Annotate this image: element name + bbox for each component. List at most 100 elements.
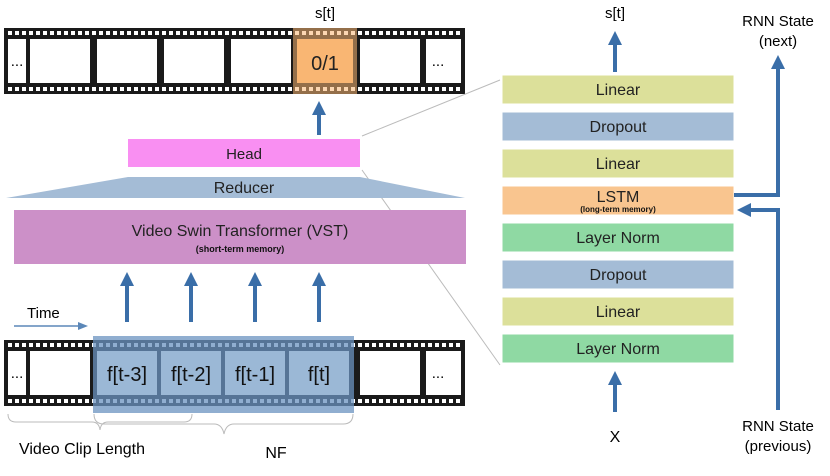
clip-frame bbox=[289, 351, 349, 395]
sprocket-hole bbox=[260, 31, 264, 35]
top-left-ellipsis: ... bbox=[11, 53, 24, 70]
sprocket-hole bbox=[358, 31, 362, 35]
sprocket-hole bbox=[71, 343, 75, 347]
sprocket-hole bbox=[421, 87, 425, 91]
layer-linear-block bbox=[501, 296, 735, 327]
head-label: Head bbox=[226, 146, 262, 163]
sprocket-hole bbox=[57, 87, 61, 91]
sprocket-hole bbox=[113, 31, 117, 35]
sprocket-hole bbox=[358, 87, 362, 91]
clip-length-brace bbox=[7, 413, 193, 431]
sprocket-hole bbox=[190, 31, 194, 35]
sprocket-hole bbox=[57, 343, 61, 347]
sprocket-hole bbox=[15, 87, 19, 91]
sprocket-hole bbox=[407, 399, 411, 403]
sprocket-hole bbox=[22, 399, 26, 403]
sprocket-hole bbox=[456, 343, 460, 347]
layer-dropout-block bbox=[501, 111, 735, 142]
sprocket-hole bbox=[435, 399, 439, 403]
sprocket-hole bbox=[148, 87, 152, 91]
sprocket-hole bbox=[246, 31, 250, 35]
sprocket-hole bbox=[71, 31, 75, 35]
bottom-frame-edge-left bbox=[8, 351, 26, 395]
sprocket-hole bbox=[421, 343, 425, 347]
sprocket-hole bbox=[239, 87, 243, 91]
rnn-state-previous-line2: (previous) bbox=[745, 438, 812, 455]
sprocket-hole bbox=[155, 87, 159, 91]
top-strip-sprocket-holes bbox=[8, 31, 460, 91]
sprocket-hole bbox=[456, 31, 460, 35]
head-block bbox=[128, 139, 360, 167]
layer-norm-block bbox=[501, 333, 735, 364]
sprocket-hole bbox=[379, 399, 383, 403]
sprocket-hole bbox=[169, 87, 173, 91]
sprocket-hole bbox=[365, 343, 369, 347]
sprocket-hole bbox=[281, 87, 285, 91]
sprocket-hole bbox=[386, 399, 390, 403]
sprocket-hole bbox=[134, 87, 138, 91]
sprocket-hole bbox=[29, 87, 33, 91]
reducer-block bbox=[6, 177, 465, 198]
rnn-state-previous-arrow bbox=[737, 203, 780, 410]
sprocket-hole bbox=[288, 87, 292, 91]
sprocket-hole bbox=[197, 87, 201, 91]
sprocket-hole bbox=[400, 87, 404, 91]
sprocket-hole bbox=[127, 87, 131, 91]
sprocket-hole bbox=[29, 31, 33, 35]
clip-frame bbox=[97, 351, 157, 395]
sprocket-hole bbox=[449, 87, 453, 91]
sprocket-hole bbox=[372, 343, 376, 347]
sprocket-hole bbox=[36, 399, 40, 403]
frame-label: f[t-3] bbox=[107, 364, 147, 386]
clip-frame bbox=[225, 351, 285, 395]
sprocket-hole bbox=[274, 31, 278, 35]
sprocket-hole bbox=[78, 399, 82, 403]
detail-output-label: s[t] bbox=[605, 5, 625, 22]
sprocket-hole bbox=[449, 399, 453, 403]
sprocket-hole bbox=[141, 31, 145, 35]
sprocket-hole bbox=[253, 87, 257, 91]
top-film-strip: ... ... 0/1 s[t] bbox=[4, 5, 465, 94]
sprocket-hole bbox=[43, 31, 47, 35]
sprocket-hole bbox=[99, 87, 103, 91]
sprocket-hole bbox=[57, 31, 61, 35]
sprocket-hole bbox=[414, 31, 418, 35]
top-output-label: s[t] bbox=[315, 5, 335, 22]
sprocket-hole bbox=[442, 31, 446, 35]
top-frame-edge-right bbox=[426, 39, 461, 83]
top-frame bbox=[164, 39, 224, 83]
sprocket-hole bbox=[218, 31, 222, 35]
sprocket-hole bbox=[92, 31, 96, 35]
sprocket-hole bbox=[64, 343, 68, 347]
sprocket-hole bbox=[43, 87, 47, 91]
sprocket-hole bbox=[372, 87, 376, 91]
sprocket-hole bbox=[64, 31, 68, 35]
selected-frame bbox=[297, 39, 353, 83]
sprocket-hole bbox=[78, 343, 82, 347]
top-frame-edge-left bbox=[8, 39, 26, 83]
sprocket-hole bbox=[162, 31, 166, 35]
sprocket-hole bbox=[372, 31, 376, 35]
sprocket-hole bbox=[379, 87, 383, 91]
layer-label: Layer Norm bbox=[576, 341, 660, 358]
sprocket-hole bbox=[50, 343, 54, 347]
sprocket-hole bbox=[15, 343, 19, 347]
sprocket-hole bbox=[43, 343, 47, 347]
frame-label: f[t] bbox=[308, 364, 330, 386]
sprocket-hole bbox=[71, 87, 75, 91]
zoom-guide-line-bottom bbox=[361, 169, 501, 366]
sprocket-hole bbox=[407, 87, 411, 91]
sprocket-hole bbox=[36, 31, 40, 35]
sprocket-hole bbox=[85, 399, 89, 403]
sprocket-hole bbox=[218, 87, 222, 91]
sprocket-hole bbox=[428, 87, 432, 91]
sprocket-hole bbox=[232, 31, 236, 35]
bottom-film-strip: ... ... f[t-3] f[t-2] f[t-1] f[t] bbox=[4, 336, 465, 413]
layer-label: Dropout bbox=[590, 267, 647, 284]
sprocket-hole bbox=[379, 31, 383, 35]
sprocket-hole bbox=[204, 87, 208, 91]
sprocket-hole bbox=[365, 31, 369, 35]
sprocket-hole bbox=[449, 31, 453, 35]
